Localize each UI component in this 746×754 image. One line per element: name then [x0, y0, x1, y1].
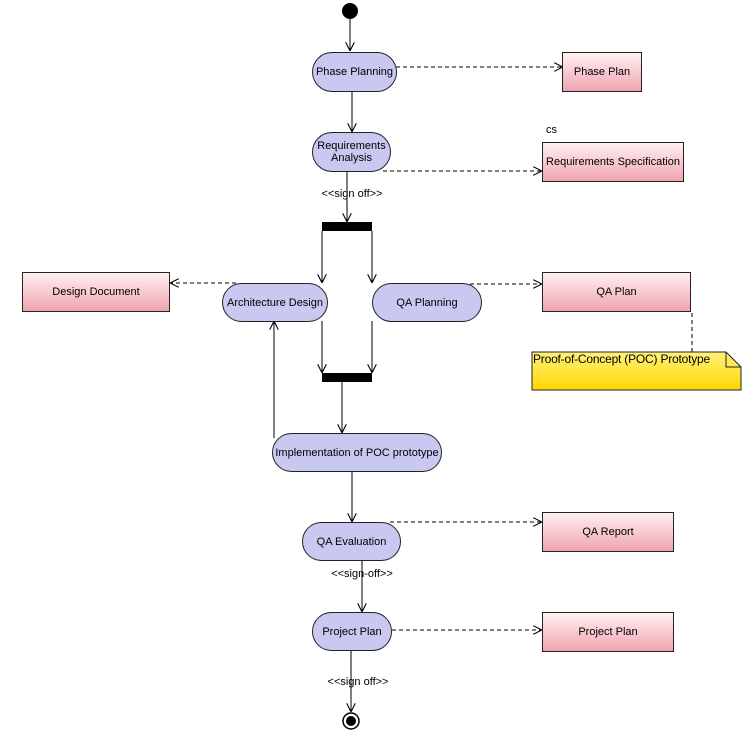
artifact-qa-plan-label: QA Plan — [596, 286, 637, 298]
artifact-qa-plan[interactable]: QA Plan — [542, 272, 691, 312]
activity-project-plan-label: Project Plan — [322, 625, 382, 638]
final-node-dot — [346, 716, 356, 726]
label-sign-off-2-text: <<sign-off>> — [331, 568, 393, 580]
activity-qa-planning-label: QA Planning — [396, 296, 458, 309]
activity-implementation-poc[interactable]: Implementation of POC prototype — [272, 433, 442, 472]
artifact-requirements-specification[interactable]: Requirements Specification — [542, 142, 684, 182]
activity-architecture-design-label: Architecture Design — [227, 296, 323, 309]
label-sign-off-1-text: <<sign off>> — [321, 188, 383, 200]
note-poc-prototype[interactable]: Proof-of-Concept (POC) Prototype — [533, 352, 710, 366]
artifact-design-document-label: Design Document — [52, 286, 140, 298]
activity-implementation-poc-label: Implementation of POC prototype — [275, 446, 439, 459]
note-shape — [531, 351, 742, 391]
activity-qa-evaluation-label: QA Evaluation — [316, 535, 387, 548]
label-cs-text: cs — [546, 124, 557, 136]
activity-requirements-analysis-label: Requirements Analysis — [317, 140, 386, 164]
artifact-design-document[interactable]: Design Document — [22, 272, 170, 312]
fork-bar — [322, 222, 372, 231]
artifact-qa-report[interactable]: QA Report — [542, 512, 674, 552]
activity-requirements-analysis[interactable]: Requirements Analysis — [312, 132, 391, 172]
note-poc-prototype-text: Proof-of-Concept (POC) Prototype — [533, 352, 711, 366]
artifact-project-plan-label: Project Plan — [578, 626, 638, 638]
label-cs: cs — [546, 123, 566, 137]
label-sign-off-3-text: <<sign off>> — [327, 676, 389, 688]
activity-architecture-design[interactable]: Architecture Design — [222, 283, 328, 322]
artifact-phase-plan-label: Phase Plan — [573, 66, 631, 78]
activity-project-plan[interactable]: Project Plan — [312, 612, 392, 651]
label-sign-off-2: <<sign-off>> — [322, 567, 402, 581]
join-bar — [322, 373, 372, 382]
artifact-project-plan[interactable]: Project Plan — [542, 612, 674, 652]
artifact-requirements-specification-label: Requirements Specification — [546, 156, 680, 168]
note-fold — [725, 352, 741, 368]
activity-qa-evaluation[interactable]: QA Evaluation — [302, 522, 401, 561]
artifact-phase-plan[interactable]: Phase Plan — [562, 52, 642, 92]
label-sign-off-3: <<sign off>> — [318, 675, 398, 689]
activity-phase-planning-label: Phase Planning — [315, 66, 394, 78]
label-sign-off-1: <<sign off>> — [312, 187, 392, 201]
activity-qa-planning[interactable]: QA Planning — [372, 283, 482, 322]
activity-phase-planning[interactable]: Phase Planning — [312, 52, 397, 92]
initial-node — [342, 3, 358, 19]
artifact-qa-report-label: QA Report — [582, 526, 634, 538]
